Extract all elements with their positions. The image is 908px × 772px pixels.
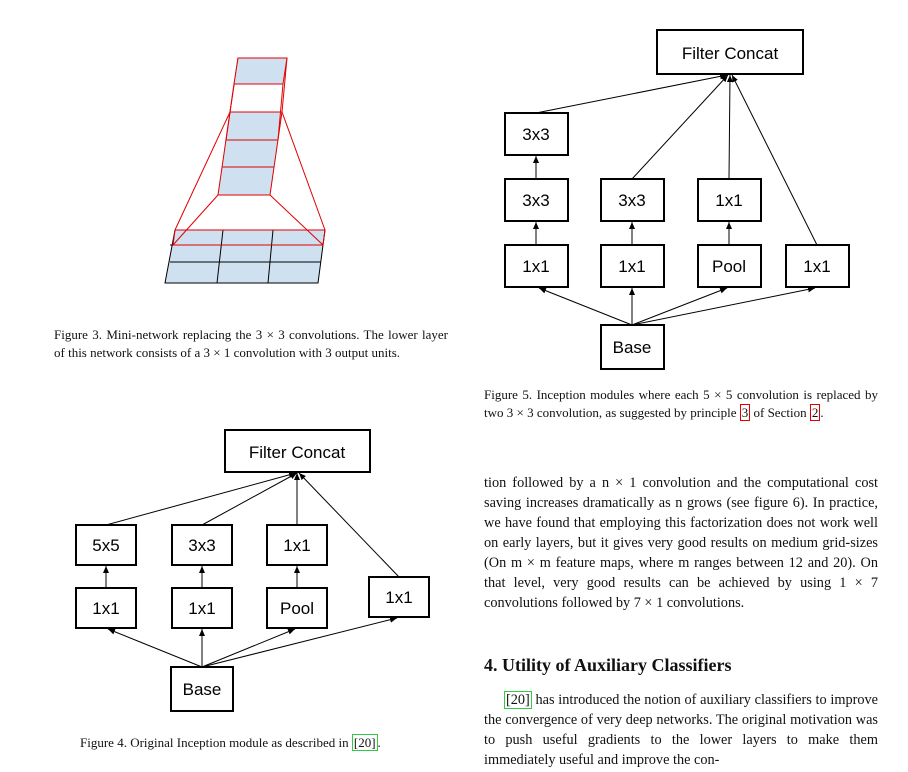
f5-3x3-b-label: 3x3 [618,191,645,210]
mid-1x1-a-label: 1x1 [92,599,119,618]
figure5-diagram: Filter Concat 3x3 3x3 3x3 1x1 1x1 1x1 Po… [504,29,850,370]
body-paragraph: tion followed by a n × 1 convolution and… [484,475,878,611]
f5-filter-concat-box [656,29,804,75]
figure5-arrows [533,73,818,326]
figure4-caption-text: Figure 4. Original Inception module as d… [80,735,352,750]
f5-filter-concat-label: Filter Concat [682,44,779,63]
f5-pool-box [697,244,762,288]
figure4-arrows [103,471,400,668]
figure5-caption-end: . [820,405,824,420]
f5-3x3-top-label: 3x3 [522,125,549,144]
mid-1x1-c-box [368,576,430,618]
top-cell [233,57,288,85]
figure3-mini-network [164,57,326,284]
middle-column-layer [217,111,283,196]
branch-1x1-top-label: 1x1 [283,536,310,555]
figure4-caption: Figure 4. Original Inception module as d… [80,734,450,752]
section-heading: 4. Utility of Auxiliary Classifiers [484,655,732,675]
figure3-caption-text: Figure 3. Mini-network replacing the 3 ×… [54,327,448,360]
figure4-diagram: Filter Concat 5x5 3x3 1x1 1x1 1x1 Pool 1… [75,429,430,712]
figure3-caption: Figure 3. Mini-network replacing the 3 ×… [54,326,448,362]
section-citation-link[interactable]: [20] [504,691,532,709]
branch-3x3-box [171,524,233,566]
mid-1x1-b-box [171,587,233,629]
branch-3x3-label: 3x3 [188,536,215,555]
figure5-caption-mid: of Section [750,405,810,420]
section-paragraph: [20] has introduced the notion of auxili… [484,690,878,770]
figure5-caption: Figure 5. Inception modules where each 5… [484,386,878,422]
mid-pool-label: Pool [280,599,314,618]
f5-pool-label: Pool [712,257,746,276]
f5-1x1-a-label: 1x1 [522,257,549,276]
f5-base-label: Base [613,338,652,357]
f5-3x3-a-box [504,178,569,222]
f5-1x1-a-box [504,244,569,288]
f5-3x3-top-box [504,112,569,156]
f5-1x1-top-box [697,178,762,222]
figure5-principle-link[interactable]: 3 [739,404,751,421]
branch-5x5-label: 5x5 [92,536,119,555]
f5-1x1-c-label: 1x1 [803,257,830,276]
f5-base-box [600,324,665,370]
section-paragraph-text: has introduced the notion of auxiliary c… [484,692,878,768]
figure4-citation-link[interactable]: [20] [351,734,378,751]
base-label: Base [183,680,222,699]
mid-1x1-b-label: 1x1 [188,599,215,618]
f5-1x1-b-label: 1x1 [618,257,645,276]
f5-1x1-c-box [785,244,850,288]
bottom-grid-layer [164,229,326,284]
figure4-caption-end: . [377,735,381,750]
figure5-section-link[interactable]: 2 [809,404,821,421]
figure5-caption-text: Figure 5. Inception modules where each 5… [484,387,878,420]
mid-1x1-a-box [75,587,137,629]
branch-1x1-top-box [266,524,328,566]
filter-concat-label: Filter Concat [249,443,346,462]
f5-1x1-top-label: 1x1 [715,191,742,210]
red-frustum-lower [172,111,326,246]
filter-concat-box [224,429,371,473]
f5-3x3-a-label: 3x3 [522,191,549,210]
mid-1x1-c-label: 1x1 [385,588,412,607]
